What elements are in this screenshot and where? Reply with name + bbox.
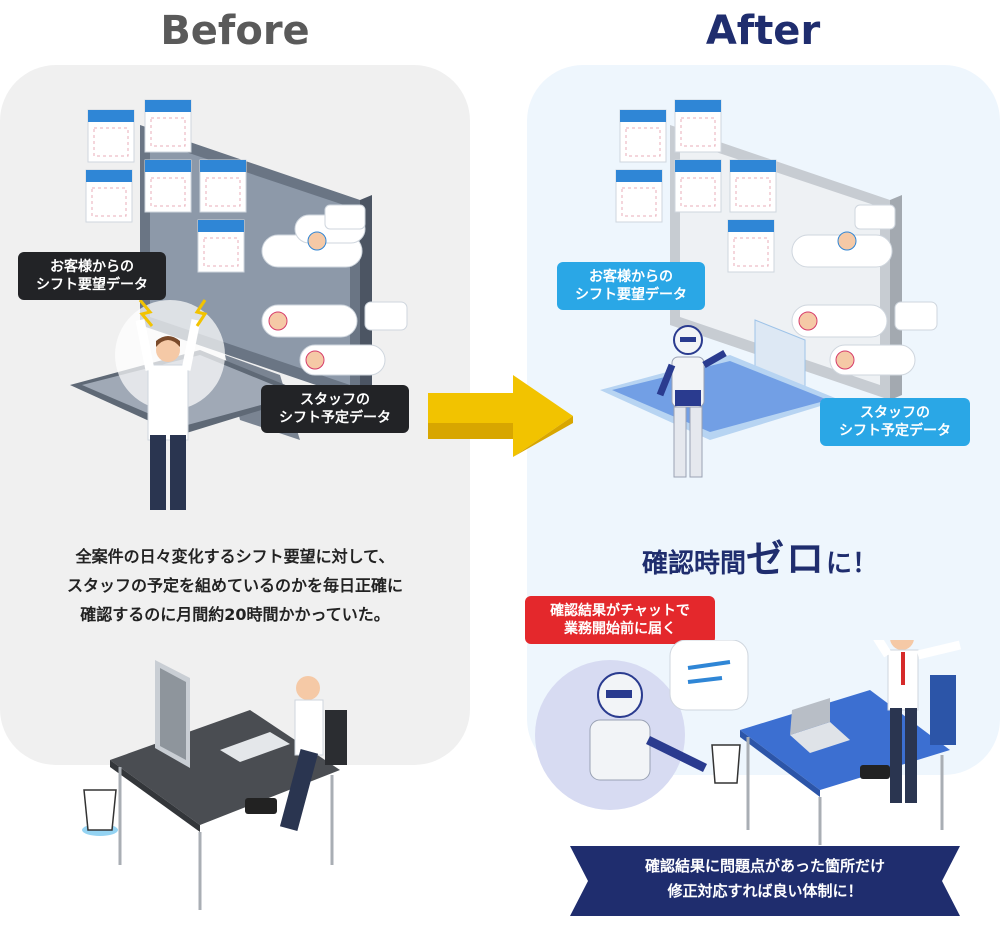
person-icon bbox=[279, 676, 324, 831]
label-text: お客様からの シフト要望データ bbox=[575, 269, 687, 303]
result-banner-shape bbox=[570, 846, 960, 916]
trash-can-icon bbox=[711, 744, 741, 784]
chat-bubble-icon bbox=[261, 204, 408, 376]
zero-time-headline: 確認時間ゼロに！ bbox=[560, 528, 960, 583]
before-customer-data-label: お客様からの シフト要望データ bbox=[18, 252, 166, 300]
after-customer-data-label: お客様からの シフト要望データ bbox=[557, 262, 705, 310]
avatar-icon bbox=[798, 231, 857, 370]
chat-delivery-label: 確認結果がチャットで 業務開始前に届く bbox=[525, 596, 715, 644]
person-icon bbox=[115, 299, 225, 510]
caption-line: スタッフの予定を組めているのかを毎日正確に bbox=[66, 576, 403, 595]
zero-highlight: ゼロ bbox=[745, 537, 826, 581]
robot-icon bbox=[535, 660, 707, 810]
banner-line: 修正対応すれば良い体制に！ bbox=[667, 882, 863, 900]
caption-line: 全案件の日々変化するシフト要望に対して、 bbox=[75, 547, 395, 566]
chair-icon bbox=[930, 675, 956, 745]
calendar-icon bbox=[615, 99, 777, 273]
phone-icon bbox=[860, 765, 890, 779]
zero-suffix: に！ bbox=[826, 549, 879, 579]
chat-bubble-icon bbox=[791, 204, 938, 376]
before-staff-data-label: スタッフの シフト予定データ bbox=[261, 385, 409, 433]
result-banner-text: 確認結果に問題点があった箇所だけ 修正対応すれば良い体制に！ bbox=[570, 854, 960, 904]
arrow-right-icon bbox=[428, 375, 573, 457]
chat-bubble-icon bbox=[669, 640, 749, 711]
after-monitor-illustration bbox=[600, 99, 938, 478]
after-heading: After bbox=[705, 8, 821, 54]
computer-monitor-icon bbox=[155, 660, 190, 768]
person-icon bbox=[873, 640, 962, 803]
before-desk-illustration bbox=[82, 660, 347, 910]
desk-icon bbox=[740, 690, 950, 845]
avatar-icon bbox=[268, 231, 327, 370]
before-heading: Before bbox=[160, 8, 310, 54]
robot-icon bbox=[656, 325, 727, 478]
phone-icon bbox=[245, 798, 277, 814]
after-staff-data-label: スタッフの シフト予定データ bbox=[820, 398, 970, 446]
laptop-icon bbox=[790, 698, 850, 753]
keyboard-icon bbox=[220, 732, 290, 762]
chair-icon bbox=[325, 710, 347, 765]
trash-can-icon bbox=[82, 789, 118, 836]
label-text: スタッフの シフト予定データ bbox=[839, 405, 951, 439]
before-caption: 全案件の日々変化するシフト要望に対して、 スタッフの予定を組めているのかを毎日正… bbox=[20, 542, 450, 629]
label-text: お客様からの シフト要望データ bbox=[36, 259, 148, 293]
desk-icon bbox=[110, 710, 340, 910]
label-text: スタッフの シフト予定データ bbox=[279, 392, 391, 426]
banner-line: 確認結果に問題点があった箇所だけ bbox=[644, 857, 885, 875]
after-desk-illustration bbox=[535, 640, 962, 845]
label-text: 確認結果がチャットで 業務開始前に届く bbox=[550, 603, 690, 637]
caption-line: 確認するのに月間約20時間かかっていた。 bbox=[80, 605, 390, 624]
zero-prefix: 確認時間 bbox=[641, 549, 746, 579]
calendar-icon bbox=[85, 99, 247, 273]
